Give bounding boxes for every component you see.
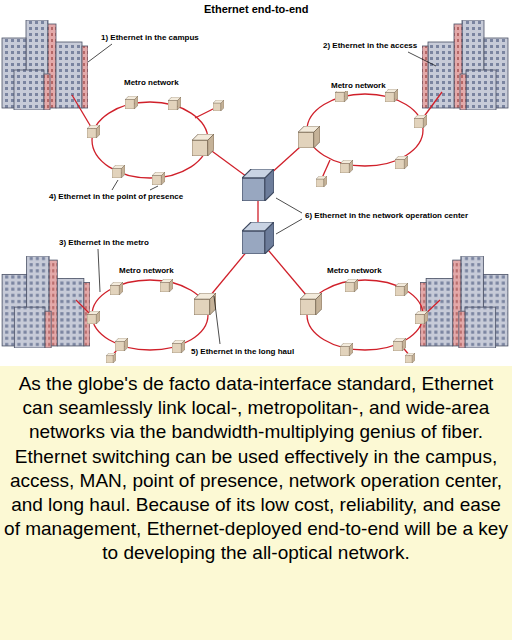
building-cluster [2,20,88,110]
ring-label: Metro network [123,78,180,88]
callout-label: 1) Ethernet in the campus [100,33,200,43]
metro-ring [92,102,208,178]
spur-link [195,108,215,118]
callout-label: 5) Ethernet in the long haul [190,347,295,357]
ring-label: Metro network [118,266,175,276]
callout-label: 3) Ethernet in the metro [58,238,150,248]
spur-link [322,160,330,178]
metro-ring [307,94,423,166]
diagram-title: Ethernet end-to-end [204,3,309,15]
caption-text: As the globe's de facto data-interface s… [4,372,508,566]
noc-switch [242,169,274,201]
building-cluster [420,256,508,348]
fiber-links [72,92,442,356]
noc-switch [242,222,274,254]
callout-label: 6) Ethernet in the network operation cen… [304,211,469,221]
network-illustration [0,0,512,366]
callout-label: 4) Ethernet in the point of presence [48,192,184,202]
callout-label: 2) Ethernet in the access [322,41,418,51]
building-cluster [2,256,90,348]
metro-ring [92,280,208,350]
building-cluster [422,20,508,110]
ring-switches [87,89,428,363]
metro-ring [307,280,423,350]
ring-label: Metro network [326,266,383,276]
ring-label: Metro network [330,81,387,91]
